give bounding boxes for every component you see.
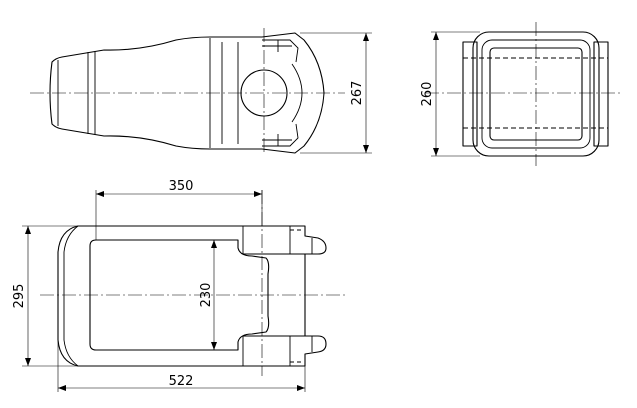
top-view-inner-height-dimension: 230 [199, 283, 214, 308]
front-view-outline [49, 32, 325, 154]
top-view-left-end-line [63, 225, 79, 367]
top-view-dim350-arrow-right [254, 191, 262, 197]
front-view-height-dimension: 267 [350, 81, 365, 106]
front-view-dim-arrow-top [363, 33, 369, 41]
top-view-dim230-arrow-top [211, 240, 217, 248]
side-view: 260 [420, 22, 620, 166]
side-view-height-dimension: 260 [420, 82, 435, 107]
top-view-length-dimension: 522 [169, 374, 194, 389]
side-view-outer-frame [472, 31, 600, 157]
top-view-height-dimension: 295 [12, 284, 27, 309]
front-view-yoke-arc [291, 63, 303, 123]
side-view-dim-arrow-top [433, 32, 439, 40]
side-view-inner-window [489, 47, 583, 141]
top-view-dim522-arrow-right [297, 385, 305, 391]
front-view-dim-arrow-bottom [363, 145, 369, 153]
top-view-outline [57, 225, 327, 367]
top-view-inner-pocket [89, 239, 270, 351]
side-view-middle-frame [481, 39, 591, 149]
top-view-dim230-arrow-bottom [211, 342, 217, 350]
top-view-dim522-arrow-left [58, 385, 66, 391]
front-view: 267 [30, 28, 372, 155]
front-view-pin-hole [240, 69, 288, 117]
top-view-dim295-arrow-top [25, 226, 31, 234]
side-view-right-lug [593, 41, 609, 147]
front-view-yoke-bottom [262, 123, 299, 147]
front-view-yoke-top [262, 39, 299, 63]
top-view-dim295-arrow-bottom [25, 358, 31, 366]
side-view-dim-arrow-bottom [433, 148, 439, 156]
top-view: 350 295 230 522 [12, 179, 345, 392]
side-view-left-lug [462, 41, 478, 147]
top-view-width-dimension: 350 [169, 179, 194, 194]
top-view-dim350-arrow-left [96, 191, 104, 197]
